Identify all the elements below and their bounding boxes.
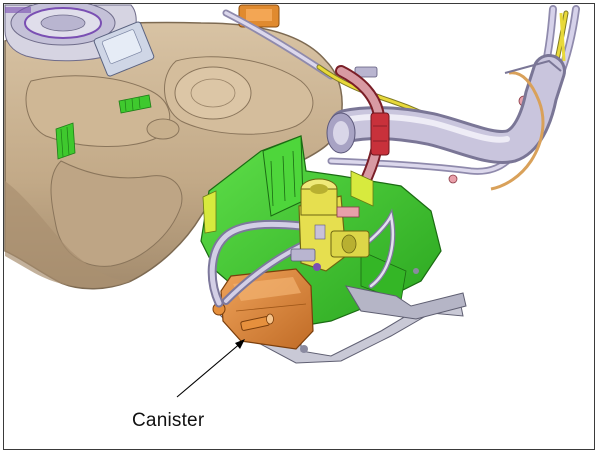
vent-grille xyxy=(55,94,152,160)
fuel-tank xyxy=(4,21,343,290)
figure-frame: Canister xyxy=(3,3,595,450)
canister xyxy=(212,268,314,350)
valve-block xyxy=(290,178,370,272)
fuel-pump-module xyxy=(4,4,155,77)
canister-label: Canister xyxy=(132,410,205,431)
fuel-system-illustration xyxy=(4,4,580,398)
callout-leader xyxy=(176,339,245,398)
